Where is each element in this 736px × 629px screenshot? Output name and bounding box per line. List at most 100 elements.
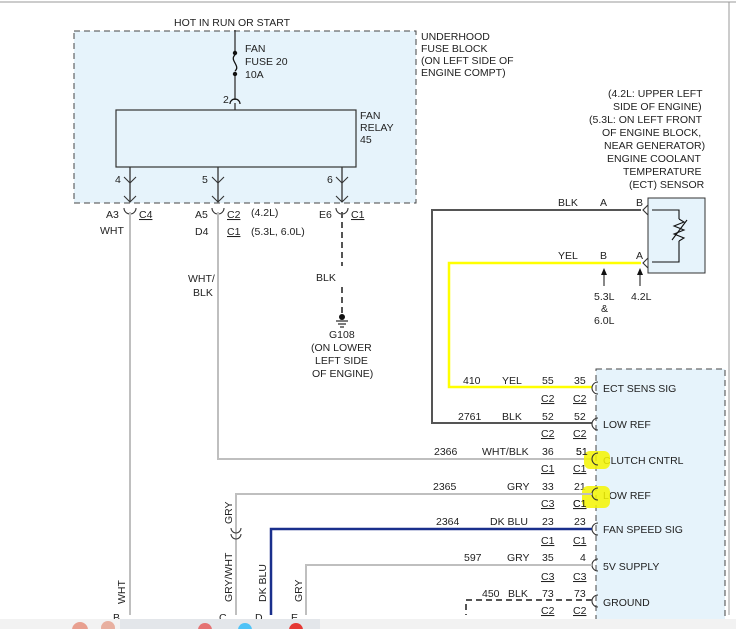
fuse-block-line-1: UNDERHOOD bbox=[421, 31, 490, 43]
row-3-pin2: 21 bbox=[574, 481, 586, 493]
conn-a5-conn: C2 bbox=[227, 209, 241, 221]
row-5-label: 5V SUPPLY bbox=[603, 561, 659, 573]
power-label: HOT IN RUN OR START bbox=[174, 17, 291, 29]
row-5-pin1: 35 bbox=[542, 552, 554, 564]
row-1-conn2: C2 bbox=[573, 428, 587, 440]
row-2-pin2-hl: 51 bbox=[576, 446, 588, 458]
engine-note-left-3: 6.0L bbox=[594, 315, 615, 327]
fuse-block-line-3: (ON LEFT SIDE OF bbox=[421, 55, 514, 67]
sensor-yel-label: YEL bbox=[558, 250, 578, 262]
row-0-pin2: 35 bbox=[574, 375, 586, 387]
bottom-pin-c: C bbox=[219, 612, 227, 624]
conn-e6-conn: C1 bbox=[351, 209, 365, 221]
row-5-conn2: C3 bbox=[573, 571, 587, 583]
gry-inline-connector bbox=[230, 527, 242, 540]
conn-a5-engine: (4.2L) bbox=[251, 207, 278, 219]
row-2-conn2: C1 bbox=[573, 463, 587, 475]
fuse-label-1: FAN bbox=[245, 43, 265, 55]
row-4-conn2: C1 bbox=[573, 535, 587, 547]
relay-label-2: RELAY bbox=[360, 122, 394, 134]
row-3-conn2-hl: C1 bbox=[573, 498, 587, 510]
engine-note-right: 4.2L bbox=[631, 291, 652, 303]
gry-wht-label: GRY/WHT bbox=[223, 552, 235, 602]
row-4-wire: DK BLU bbox=[490, 516, 528, 528]
ecm-row-0: 410 YEL 55 35 C2 C2 ECT SENS SIG bbox=[463, 375, 676, 405]
relay-label-3: 45 bbox=[360, 134, 372, 146]
ecm-row-1: 2761 BLK 52 52 C2 C2 LOW REF bbox=[458, 411, 651, 440]
relay-pin-6: 6 bbox=[327, 174, 333, 186]
row-5-conn1: C3 bbox=[541, 571, 555, 583]
dk-blu-wire-2364 bbox=[269, 527, 592, 615]
bottom-overlay-panel bbox=[120, 619, 320, 629]
row-1-conn1: C2 bbox=[541, 428, 555, 440]
ground-line-1: (ON LOWER bbox=[311, 342, 372, 354]
gry-wire-597 bbox=[305, 564, 592, 615]
sensor-line-5: NEAR GENERATOR) bbox=[604, 140, 705, 152]
conn-d4-conn: C1 bbox=[227, 226, 241, 238]
row-6-wire: BLK bbox=[508, 588, 528, 600]
relay-label-1: FAN bbox=[360, 110, 380, 122]
fuse-label-2: FUSE 20 bbox=[245, 56, 288, 68]
conn-a3-conn: C4 bbox=[139, 209, 153, 221]
fuse-block-line-2: FUSE BLOCK bbox=[421, 43, 488, 55]
sensor-line-7: TEMPERATURE bbox=[623, 166, 702, 178]
row-2-wire: WHT/BLK bbox=[482, 446, 529, 458]
row-0-pin1: 55 bbox=[542, 375, 554, 387]
overlay-dot-red bbox=[198, 623, 212, 629]
row-1-pin2: 52 bbox=[574, 411, 586, 423]
fuse-terminal-top bbox=[232, 50, 238, 56]
gry-597-label: GRY bbox=[293, 579, 305, 602]
ground-splice-dot bbox=[339, 314, 345, 320]
relay-pin-5: 5 bbox=[202, 174, 208, 186]
engine-arrowhead-left bbox=[601, 268, 607, 275]
row-4-label: FAN SPEED SIG bbox=[603, 524, 683, 536]
row-2-circuit: 2366 bbox=[434, 446, 458, 458]
row-1-wire: BLK bbox=[502, 411, 522, 423]
row-5-pin2: 4 bbox=[580, 552, 586, 564]
engine-arrowhead-right bbox=[637, 268, 643, 275]
highlight-clutch bbox=[584, 451, 610, 469]
bottom-pin-e: E bbox=[291, 612, 298, 624]
wht-blk-wire bbox=[217, 212, 592, 460]
row-1-circuit: 2761 bbox=[458, 411, 482, 423]
sensor-pin-b-connector bbox=[642, 204, 649, 216]
sensor-yel-wire bbox=[447, 261, 641, 389]
dk-blu-label: DK BLU bbox=[257, 564, 269, 602]
sensor-blk-pin-b: B bbox=[636, 197, 643, 209]
row-0-conn1: C2 bbox=[541, 393, 555, 405]
overlay-avatar-1 bbox=[72, 622, 88, 629]
row-4-conn1: C1 bbox=[541, 535, 555, 547]
row-3-label: LOW REF bbox=[603, 490, 651, 502]
blk-ground-wire-label: BLK bbox=[316, 272, 336, 284]
row-6-pin2: 73 bbox=[574, 588, 586, 600]
sensor-blk-label: BLK bbox=[558, 197, 578, 209]
fuse-symbol bbox=[232, 54, 238, 72]
sensor-yel-pin-b: A bbox=[636, 250, 643, 262]
row-2-label: CLUTCH CNTRL bbox=[603, 455, 684, 467]
bottom-overlay-bar bbox=[0, 619, 736, 629]
row-0-label: ECT SENS SIG bbox=[603, 383, 676, 395]
ecm-row-4: 2364 DK BLU 23 23 C1 C1 FAN SPEED SIG bbox=[436, 516, 683, 547]
ecm-row-3: 2365 GRY 33 21 C3 C1 LOW REF bbox=[433, 481, 651, 510]
wht-blk-label-2: BLK bbox=[193, 287, 213, 299]
fuse-terminal-bottom bbox=[232, 71, 238, 77]
ecm-row-6: 450 BLK 73 73 C2 C2 GROUND bbox=[482, 588, 650, 617]
row-2-conn1: C1 bbox=[541, 463, 555, 475]
row-4-pin1: 23 bbox=[542, 516, 554, 528]
gry-wire-2365 bbox=[235, 493, 592, 615]
engine-note-left-1: 5.3L bbox=[594, 291, 615, 303]
sensor-line-3: (5.3L: ON LEFT FRONT bbox=[589, 114, 703, 126]
thermistor-symbol bbox=[652, 209, 688, 263]
conn-a5-pin: A5 bbox=[195, 209, 208, 221]
conn-d4-engine: (5.3L, 6.0L) bbox=[251, 226, 305, 238]
overlay-dot-red-2 bbox=[289, 623, 303, 629]
clutch-cup-highlighted bbox=[591, 452, 599, 466]
row-3-pin1: 33 bbox=[542, 481, 554, 493]
row-1-pin1: 52 bbox=[542, 411, 554, 423]
blk-ground-wire-450 bbox=[465, 599, 592, 615]
row-2-pin1: 36 bbox=[542, 446, 554, 458]
sensor-line-4: OF ENGINE BLOCK, bbox=[602, 127, 701, 139]
row-4-pin2: 23 bbox=[574, 516, 586, 528]
row-6-pin1: 73 bbox=[542, 588, 554, 600]
